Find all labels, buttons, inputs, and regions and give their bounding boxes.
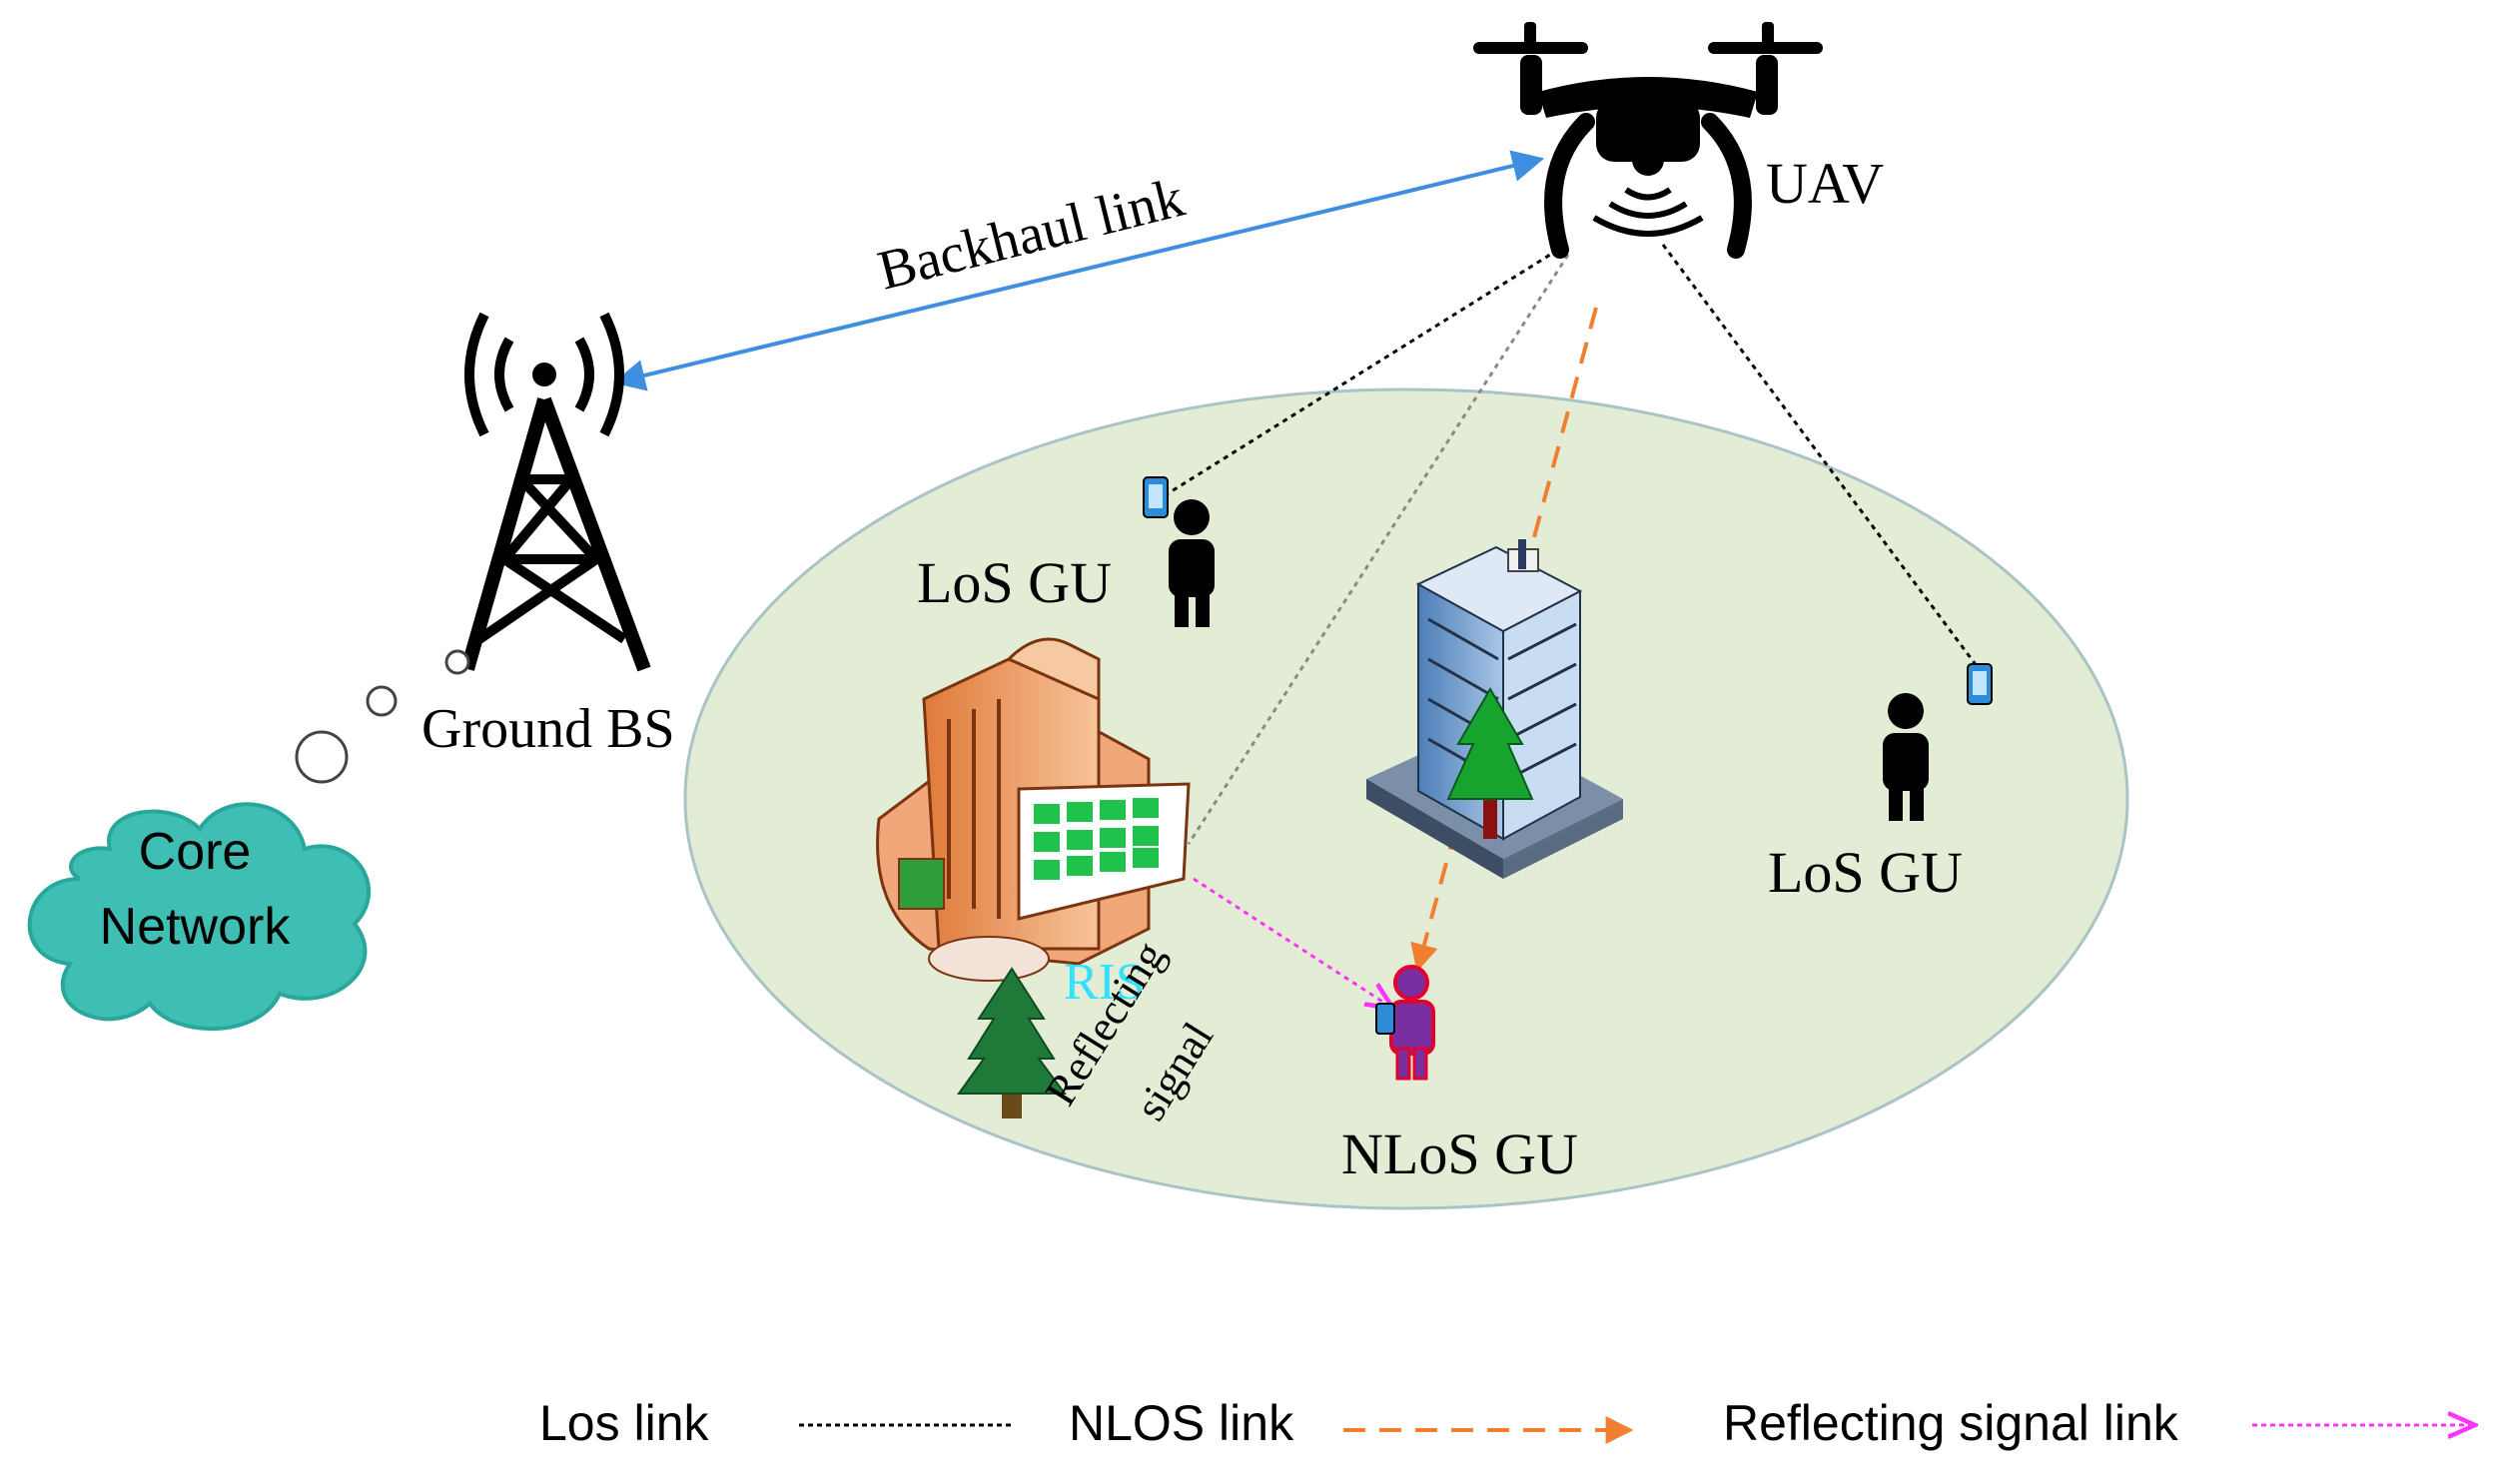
phone-icon (1143, 476, 1169, 518)
phone-icon (1967, 663, 1993, 705)
nlos-gu-label: NLoS GU (1341, 1121, 1578, 1186)
tower-icon (460, 312, 651, 672)
person-icon (1883, 693, 1929, 821)
legend-reflecting-label: Reflecting signal link (1723, 1395, 2179, 1451)
ground-bs-label: Ground BS (421, 698, 675, 760)
legend-nlos-label: NLOS link (1069, 1395, 1294, 1451)
person-icon (1389, 965, 1435, 1081)
tree-icon (1446, 687, 1534, 839)
cloud-icon (27, 802, 372, 1031)
ris-panel-icon (1017, 782, 1191, 921)
person-icon (1169, 499, 1215, 627)
los-gu-left-label: LoS GU (917, 550, 1112, 615)
bubble-small (444, 649, 470, 675)
los-link-left (1158, 248, 1559, 501)
los-gu-right-label: LoS GU (1768, 840, 1963, 905)
uav-ris-link (1187, 254, 1570, 845)
core-network-label-2: Network (100, 898, 292, 956)
ris-label: RIS (1064, 954, 1145, 1011)
core-network-label-1: Core (139, 823, 252, 881)
bubble-large (295, 730, 349, 784)
backhaul-link (612, 150, 1545, 391)
uav-label: UAV (1766, 151, 1884, 216)
legend: Los link NLOS link Reflecting signal lin… (539, 1395, 2475, 1451)
tree-icon (957, 967, 1067, 1118)
bubble-medium (366, 685, 398, 717)
phone-icon (1375, 1003, 1395, 1035)
legend-los-label: Los link (539, 1395, 710, 1451)
uav-icon (1473, 22, 1823, 259)
